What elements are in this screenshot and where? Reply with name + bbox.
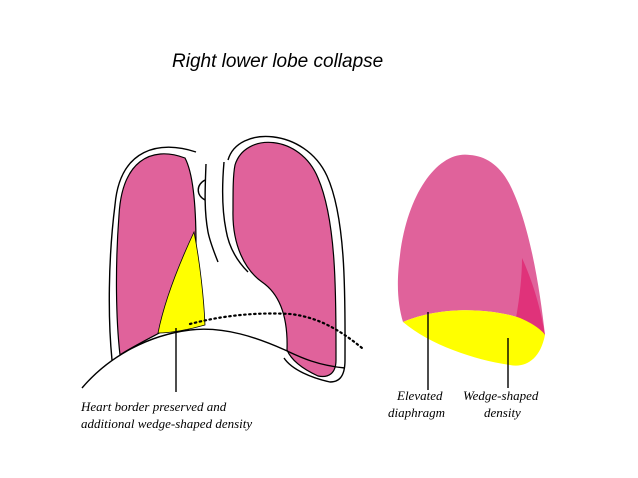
elevated-caption-line1: Elevated xyxy=(396,388,443,403)
frontal-caption-line2: additional wedge-shaped density xyxy=(81,416,252,431)
trachea-right-wall xyxy=(221,161,249,273)
wedge-caption-line2: density xyxy=(484,405,521,420)
right-lung xyxy=(115,153,197,357)
wedge-caption-line1: Wedge-shaped xyxy=(463,388,539,403)
lateral-lung xyxy=(397,154,545,335)
frontal-caption-line1: Heart border preserved and xyxy=(80,399,227,414)
left-lung xyxy=(232,141,337,378)
left-hemithorax-outline xyxy=(108,146,197,361)
frontal-view xyxy=(81,135,364,392)
diagram-title: Right lower lobe collapse xyxy=(172,51,383,72)
right-hemithorax-outline xyxy=(227,135,346,383)
aortic-knuckle xyxy=(197,179,206,201)
trachea-left-wall xyxy=(204,163,219,263)
lateral-view xyxy=(397,154,545,390)
elevated-caption-line2: diaphragm xyxy=(388,405,445,420)
lateral-wedge-density xyxy=(403,310,545,366)
diaphragm-line xyxy=(81,328,346,389)
lateral-dark-band xyxy=(516,258,545,335)
normal-diaphragm-dotted xyxy=(188,312,364,350)
